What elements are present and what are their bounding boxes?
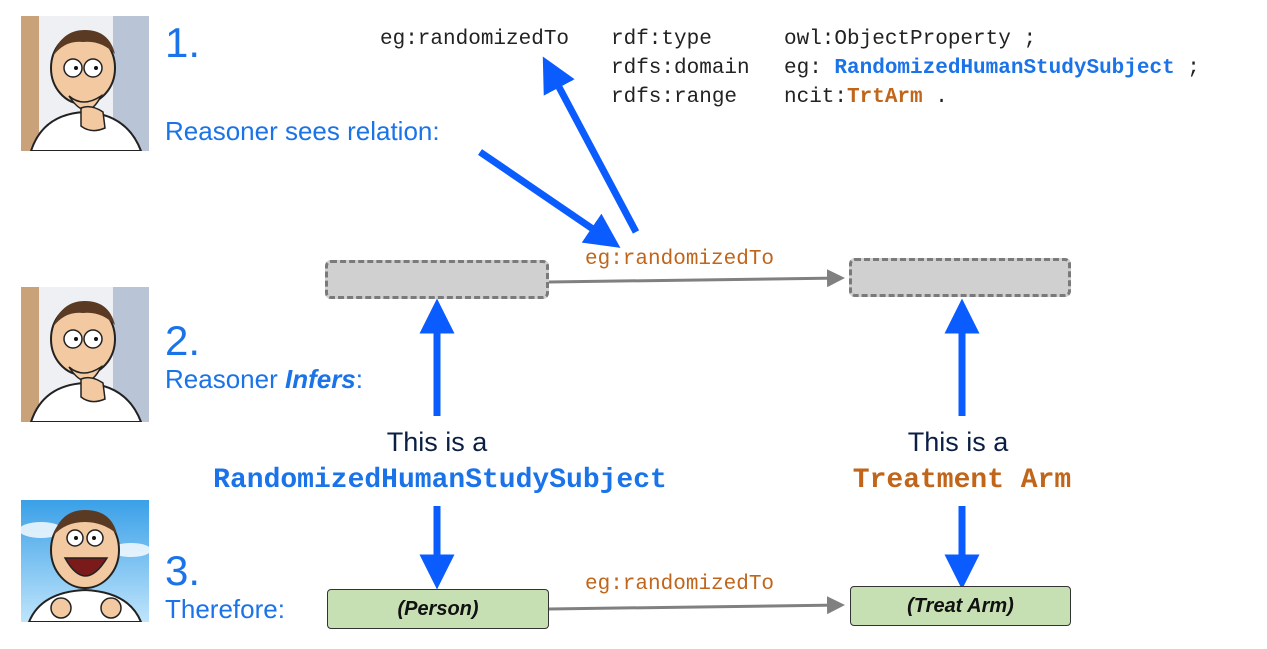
triple-row-2-object-prefix: eg:: [784, 57, 835, 80]
step-2-number: 2.: [165, 317, 201, 364]
inference-right-prefix: This is a: [907, 427, 1009, 457]
inference-right-class: Treatment Arm: [852, 465, 1072, 496]
node-object-unknown: [849, 258, 1071, 297]
edge-label-top: eg:randomizedTo: [585, 248, 775, 271]
triple-row-3-object-class: TrtArm: [847, 86, 923, 109]
portrait-thinking-1: [21, 16, 149, 151]
step-2-label-prefix: Reasoner: [165, 364, 285, 394]
step-1-number: 1.: [165, 19, 201, 66]
portrait-thinking-2: [21, 287, 149, 422]
inference-left-prefix: This is a: [386, 427, 488, 457]
triple-row-1-predicate: rdf:type: [611, 28, 712, 51]
triple-row-2: rdfs:domain eg: RandomizedHumanStudySubje…: [611, 54, 1200, 83]
step-2-label-emphasis: Infers: [284, 364, 356, 394]
triple-row-3-object-tail: .: [922, 86, 948, 109]
triple-subject: eg:randomizedTo: [380, 28, 570, 51]
node-subject-unknown: [325, 260, 549, 299]
triple-row-1-object: owl:ObjectProperty ;: [784, 28, 1037, 51]
triple-row-3: rdfs:range ncit:TrtArm .: [611, 83, 948, 112]
arrow-to-property-definition: [542, 56, 640, 234]
step-2-label-suffix: :: [355, 364, 364, 394]
step-2-label: Reasoner Infers:: [165, 364, 363, 395]
triple-row-2-object-class: RandomizedHumanStudySubject: [834, 57, 1175, 80]
triple-row-3-object-prefix: ncit:: [784, 86, 848, 109]
step-3-number: 3.: [165, 547, 201, 594]
triple-row-1: rdf:type owl:ObjectProperty ;: [611, 25, 1036, 54]
triple-row-2-object-tail: ;: [1174, 57, 1200, 80]
step-3-label: Therefore:: [165, 594, 285, 624]
triple-row-2-predicate: rdfs:domain: [611, 57, 750, 80]
triple-row-3-predicate: rdfs:range: [611, 86, 738, 109]
edge-label-bottom: eg:randomizedTo: [585, 573, 775, 596]
step-1-label: Reasoner sees relation:: [165, 116, 440, 146]
arrow-sees-relation: [478, 149, 621, 248]
edge-bottom: [548, 596, 845, 615]
edge-top: [548, 269, 845, 288]
inference-left-class: RandomizedHumanStudySubject: [213, 465, 667, 496]
node-person: (Person): [327, 589, 549, 629]
portrait-laughing: [21, 500, 149, 622]
node-treat-arm: (Treat Arm): [850, 586, 1071, 626]
